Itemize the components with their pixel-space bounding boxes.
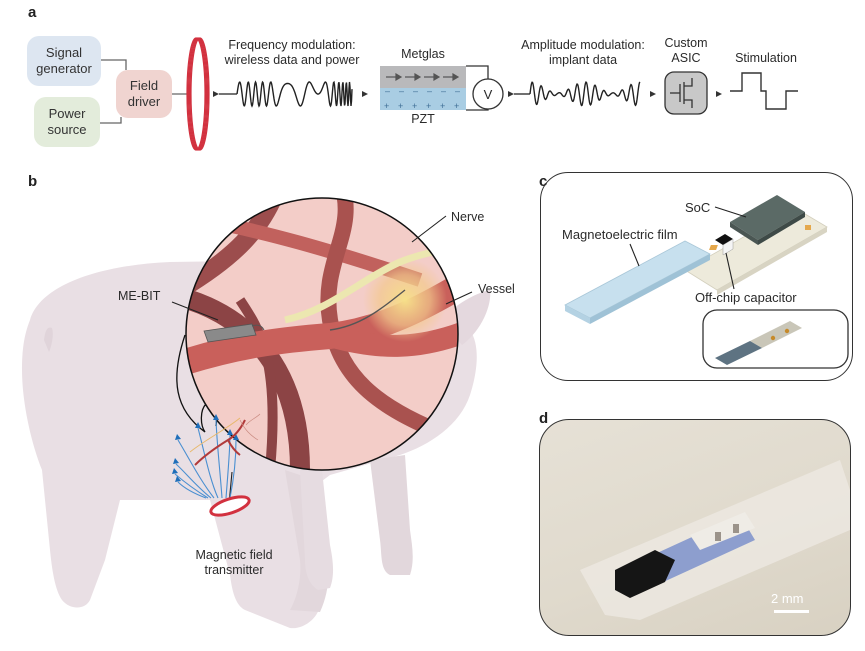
signal-generator-box: Signal generator	[27, 36, 101, 86]
svg-text:–: –	[441, 86, 446, 96]
panel-a-diagram: –––––– ++++++	[100, 37, 798, 151]
asic-chip-icon	[664, 71, 708, 115]
vessel-network	[186, 198, 458, 470]
arrow-icon	[508, 91, 514, 97]
svg-text:–: –	[399, 86, 404, 96]
capacitor-part	[715, 234, 733, 245]
asic-label-line1: Custom	[664, 36, 708, 50]
transmitter-label-line2: transmitter	[204, 563, 264, 577]
svg-text:+: +	[426, 101, 431, 111]
fm-label-line1: Frequency modulation:	[228, 38, 356, 52]
panel-c-frame	[540, 172, 853, 381]
implant-substrate	[690, 512, 755, 550]
coil-icon	[186, 37, 210, 151]
nerve-label: Nerve	[451, 210, 485, 224]
stimulation-waveform	[730, 72, 798, 110]
panel-c-illustration	[564, 195, 849, 369]
charge-signs: –––––– ++++++	[384, 86, 460, 111]
panel-a-letter: a	[28, 4, 37, 21]
inset-film	[715, 341, 762, 365]
power-connector	[100, 117, 122, 124]
me-bit-device	[203, 323, 257, 343]
svg-text:+: +	[398, 101, 403, 111]
fm-label-line2: wireless data and power	[224, 53, 360, 67]
power-source-box: Power source	[34, 97, 100, 147]
scale-bar-label: 2 mm	[771, 591, 804, 606]
svg-text:+: +	[384, 101, 389, 111]
magnetoelectric-film	[564, 240, 711, 319]
field-arrowheads	[172, 414, 239, 482]
signal-generator-label: Signal generator	[36, 45, 92, 76]
magnetization-arrows	[386, 72, 460, 82]
panel-d-photo	[539, 419, 851, 636]
arrow-icon	[716, 91, 722, 97]
am-label-line2: implant data	[548, 53, 618, 67]
transmitter-label-line1: Magnetic field	[195, 548, 273, 562]
am-wave	[529, 81, 641, 107]
panel-d-letter: d	[539, 410, 549, 427]
stimulation-label: Stimulation	[735, 51, 797, 65]
capacitor-label: Off-chip capacitor	[695, 290, 797, 305]
metglas-layer	[380, 66, 466, 88]
signal-connector	[101, 59, 127, 70]
vessel-label: Vessel	[478, 282, 515, 296]
pzt-layer	[380, 88, 466, 110]
arrow-icon	[650, 91, 656, 97]
asic-label-line2: ASIC	[671, 51, 701, 65]
transistor-icon	[670, 78, 693, 108]
scale-bar	[774, 610, 809, 613]
svg-text:+: +	[440, 101, 445, 111]
implant-vessels	[194, 419, 246, 466]
pzt-label: PZT	[411, 112, 435, 126]
soc-label: SoC	[685, 200, 711, 215]
voltmeter-icon	[472, 78, 504, 110]
transmitter-coil-icon	[209, 495, 251, 517]
panel-b-illustration	[22, 197, 491, 629]
am-label-line1: Amplitude modulation:	[521, 38, 645, 52]
arrow-icon	[362, 91, 368, 97]
soc-chip	[730, 195, 805, 240]
power-source-label: Power source	[47, 106, 87, 137]
svg-text:+: +	[412, 101, 417, 111]
panel-b-letter: b	[28, 173, 38, 190]
svg-text:–: –	[427, 86, 432, 96]
svg-text:–: –	[413, 86, 418, 96]
field-driver-label: Field driver	[127, 78, 161, 109]
inset-substrate	[750, 321, 802, 348]
svg-text:+: +	[454, 101, 459, 111]
film-label: Magnetoelectric film	[562, 227, 678, 242]
field-driver-box: Field driver	[116, 70, 172, 118]
panel-c-letter: c	[539, 173, 548, 190]
svg-text:–: –	[455, 86, 460, 96]
black-film-end	[615, 550, 675, 598]
metglas-label: Metglas	[401, 47, 445, 61]
svg-text:–: –	[385, 86, 390, 96]
voltmeter-label: V	[483, 87, 493, 102]
arrow-icon	[213, 91, 219, 97]
me-bit-label: ME-BIT	[118, 289, 161, 303]
fm-wave	[236, 80, 353, 108]
